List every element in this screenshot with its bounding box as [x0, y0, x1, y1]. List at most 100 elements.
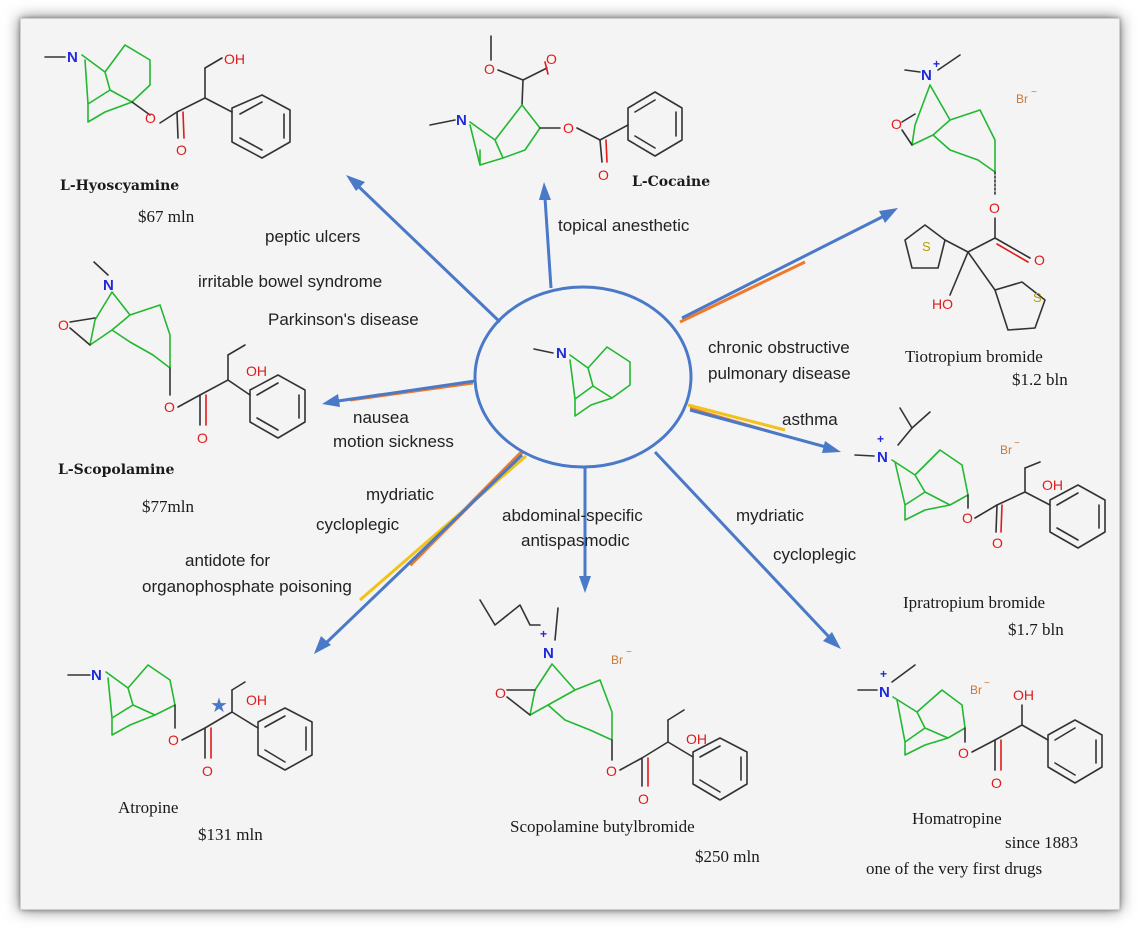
cocaine-nitrogen: N [456, 112, 467, 129]
svg-text:−: − [1014, 438, 1020, 449]
svg-text:+: + [877, 432, 884, 446]
indication-homatropine-cycloplegic: cycloplegic [773, 545, 857, 564]
hyoscyamine-value: $67 mln [138, 207, 195, 226]
arrowhead-atropine [314, 636, 331, 654]
arrowhead-scopolamine [322, 394, 340, 407]
molecule-cocaine: O O N O O L-Cocaine [429, 35, 710, 190]
svg-text:O: O [168, 732, 179, 748]
ipratropium-nitrogen: N [877, 449, 888, 466]
svg-text:O: O [989, 200, 1000, 216]
tiotropium-bromide: Br [1016, 92, 1028, 106]
indication-ibs: irritable bowel syndrome [198, 272, 382, 291]
svg-text:O: O [495, 685, 506, 701]
ipratropium-value: $1.7 bln [1008, 620, 1064, 639]
molecule-hyoscyamine: N O O OH L-Hyoscyamine $67 mln [44, 44, 291, 226]
indication-copd-line2: pulmonary disease [708, 364, 851, 383]
svg-text:−: − [1031, 87, 1037, 98]
arrow-to-atropine [324, 453, 524, 645]
svg-text:O: O [563, 120, 574, 136]
molecule-butylbromide: + N Br − O O O OH Scopolamine butylbromi [479, 599, 760, 866]
center-nitrogen-label: N [556, 345, 567, 362]
indication-nausea: nausea [353, 408, 409, 427]
indication-labels: peptic ulcers irritable bowel syndrome P… [142, 216, 857, 596]
ipratropium-highlight-yellow [687, 403, 786, 432]
arrow-to-ipratropium [689, 408, 827, 449]
svg-text:+: + [880, 667, 887, 681]
svg-text:S: S [1033, 290, 1042, 305]
svg-text:O: O [176, 142, 187, 158]
chiral-star-icon: ★ [210, 693, 228, 717]
arrow-to-homatropine [653, 450, 832, 640]
indication-motion-sickness: motion sickness [333, 432, 454, 451]
arrowhead-tiotropium [879, 208, 898, 223]
homatropine-note-year: since 1883 [1005, 833, 1078, 852]
center-tropane: N [473, 285, 693, 469]
atropine-nitrogen: N [91, 667, 102, 684]
atropine-name: Atropine [118, 798, 178, 817]
svg-text:O: O [991, 775, 1002, 791]
indication-abdominal-specific: abdominal-specific [502, 506, 643, 525]
butylbromide-nitrogen: N [543, 645, 554, 662]
indication-asthma: asthma [782, 410, 838, 429]
ipratropium-bromide: Br [1000, 443, 1012, 457]
svg-text:O: O [638, 791, 649, 807]
indication-atropine-mydriatic: mydriatic [366, 485, 435, 504]
svg-text:O: O [598, 167, 609, 183]
indication-antispasmodic: antispasmodic [521, 531, 630, 550]
svg-text:O: O [58, 317, 69, 333]
butylbromide-value: $250 mln [695, 847, 760, 866]
center-ellipse [473, 285, 693, 469]
molecule-homatropine: + N Br − O O OH Homatropine since 1883 o… [857, 664, 1103, 878]
scopolamine-nitrogen: N [103, 277, 114, 294]
cocaine-name: L-Cocaine [632, 174, 710, 190]
ipratropium-name: Ipratropium bromide [903, 593, 1045, 612]
indication-antidote: antidote for [185, 551, 270, 570]
arrow-to-cocaine [543, 197, 553, 289]
svg-text:O: O [546, 51, 557, 67]
svg-text:OH: OH [1042, 477, 1063, 493]
svg-text:−: − [984, 678, 990, 689]
indication-atropine-cycloplegic: cycloplegic [316, 515, 400, 534]
homatropine-bromide: Br [970, 683, 982, 697]
molecule-scopolamine: N O O O OH L-Scopolamine $77mln [58, 261, 306, 516]
molecule-ipratropium: + N Br − O O OH Ipratropium bromide $1.7… [854, 407, 1106, 639]
atropine-value: $131 mln [198, 825, 263, 844]
svg-text:O: O [202, 763, 213, 779]
arrowhead-butylbromide [579, 576, 591, 593]
indication-topical-anesthetic: topical anesthetic [558, 216, 690, 235]
arrowhead-homatropine [823, 632, 841, 649]
indication-parkinsons: Parkinson's disease [268, 310, 419, 329]
arrowhead-ipratropium [822, 441, 841, 453]
scopolamine-value: $77mln [142, 497, 194, 516]
hyoscyamine-name: L-Hyoscyamine [60, 178, 179, 194]
indication-homatropine-mydriatic: mydriatic [736, 506, 805, 525]
svg-text:O: O [484, 61, 495, 77]
homatropine-note-first: one of the very first drugs [866, 859, 1042, 878]
svg-text:O: O [992, 535, 1003, 551]
tiotropium-name: Tiotropium bromide [905, 347, 1043, 366]
arrow-to-tiotropium [681, 214, 885, 320]
svg-text:O: O [606, 763, 617, 779]
svg-text:OH: OH [246, 692, 267, 708]
svg-text:HO: HO [932, 296, 953, 312]
tiotropium-value: $1.2 bln [1012, 370, 1068, 389]
svg-text:+: + [540, 627, 547, 641]
diagram-panel [20, 18, 1120, 910]
arrowhead-hyoscyamine [346, 175, 365, 191]
center-tropane-bonds [569, 346, 631, 417]
scopolamine-name: L-Scopolamine [58, 462, 174, 478]
svg-text:O: O [962, 510, 973, 526]
svg-text:+: + [933, 57, 940, 71]
svg-text:−: − [626, 647, 632, 658]
svg-text:O: O [891, 116, 902, 132]
atropine-highlight-yellow [359, 454, 527, 602]
molecule-atropine: N O O OH ★ Atropine $131 mln [67, 664, 313, 844]
arrow-to-hyoscyamine [356, 184, 502, 324]
homatropine-nitrogen: N [879, 684, 890, 701]
tiotropium-nitrogen: N [921, 67, 932, 84]
svg-text:O: O [197, 430, 208, 446]
indication-organophosphate: organophosphate poisoning [142, 577, 352, 596]
svg-text:OH: OH [224, 51, 245, 67]
